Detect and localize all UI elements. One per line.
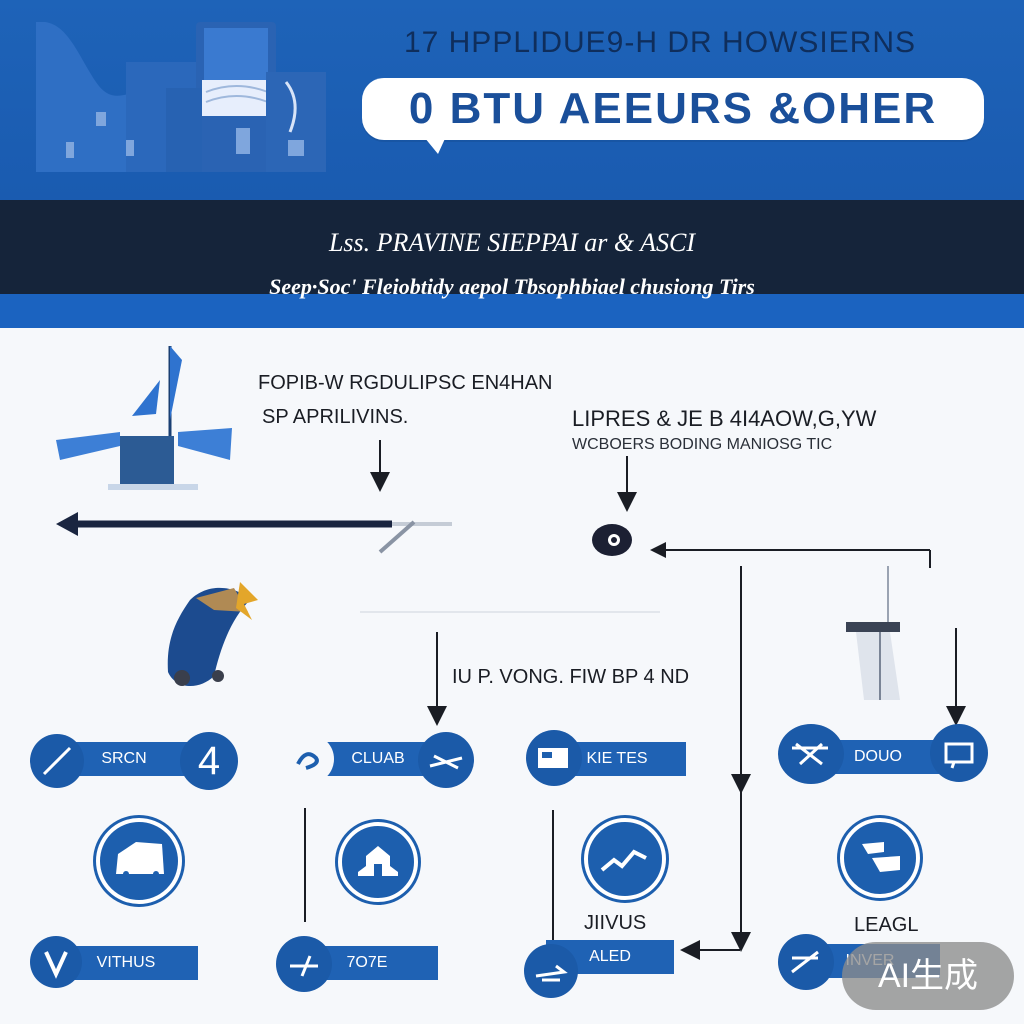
pill-label: VITHUS (96, 954, 156, 971)
tower-illustration (846, 566, 900, 700)
plane-icon (524, 944, 578, 998)
arrow-slash-icon (778, 934, 834, 990)
city-building-illustration (36, 22, 326, 172)
card-icon (526, 730, 582, 786)
speech-bubble-tail (420, 132, 448, 154)
note-top-left-1: FOPIB-W RGDULIPSC EN4HAN (258, 372, 553, 394)
eye-node-icon (592, 524, 632, 556)
pill-step-1-number: 4 (180, 732, 238, 790)
pill-label: KIE TES (586, 750, 648, 767)
trend-line-icon (584, 818, 666, 900)
note-lower-center: JIIVUS (584, 912, 647, 934)
rocket-figure-illustration (167, 582, 258, 687)
cross-icon (778, 724, 844, 784)
pill-label: ALED (589, 948, 631, 965)
note-top-right-2: WCBOERS BODING MANIOSG TIC (572, 436, 833, 453)
pill-label: SRCN (101, 750, 147, 767)
snake-icon (284, 734, 334, 784)
note-lower-right: LEAGL (854, 914, 919, 936)
pill-label: CLUAB (351, 750, 405, 767)
blue-strip (0, 294, 1024, 328)
subtitle-line-1: Lss. PRAVINE SIEPPAI ar & ASCI (328, 228, 696, 257)
note-top-right-1: LIPRES & JE B 4I4AOW,G,YW (572, 406, 877, 431)
speech-bubble: 0 BTU AEEURS &OHER (362, 78, 984, 140)
pill-label: DOUO (854, 748, 902, 765)
header-title: 17 HPPLIDUE9-H DR HOWSIERNS (403, 26, 917, 59)
note-middle: IU P. VONG. FIW BP 4 ND (452, 666, 690, 688)
temple-icon (338, 822, 418, 902)
pill-label: 7O7E (346, 954, 388, 971)
windmill-illustration (56, 346, 232, 490)
scissors-icon (418, 732, 474, 788)
needle-icon (276, 936, 332, 992)
subtitle-line-2: Seep·Soc' Fleiobtidy aepol Tbsophbiael c… (269, 274, 755, 299)
subtitle-band (0, 200, 1024, 294)
chat-bubbles-icon (840, 818, 920, 898)
slash-icon (30, 734, 84, 788)
bus-icon (96, 818, 182, 904)
bubble-text: 0 BTU AEEURS &OHER (408, 84, 938, 133)
v-icon (30, 936, 82, 988)
chat-box-icon (930, 724, 988, 782)
header-banner: 17 HPPLIDUE9-H DR HOWSIERNS 0 BTU AEEURS… (0, 0, 1024, 200)
note-top-left-2: SP APRILIVINS. (262, 406, 409, 428)
ai-generated-watermark: AI生成 (842, 942, 1014, 1010)
